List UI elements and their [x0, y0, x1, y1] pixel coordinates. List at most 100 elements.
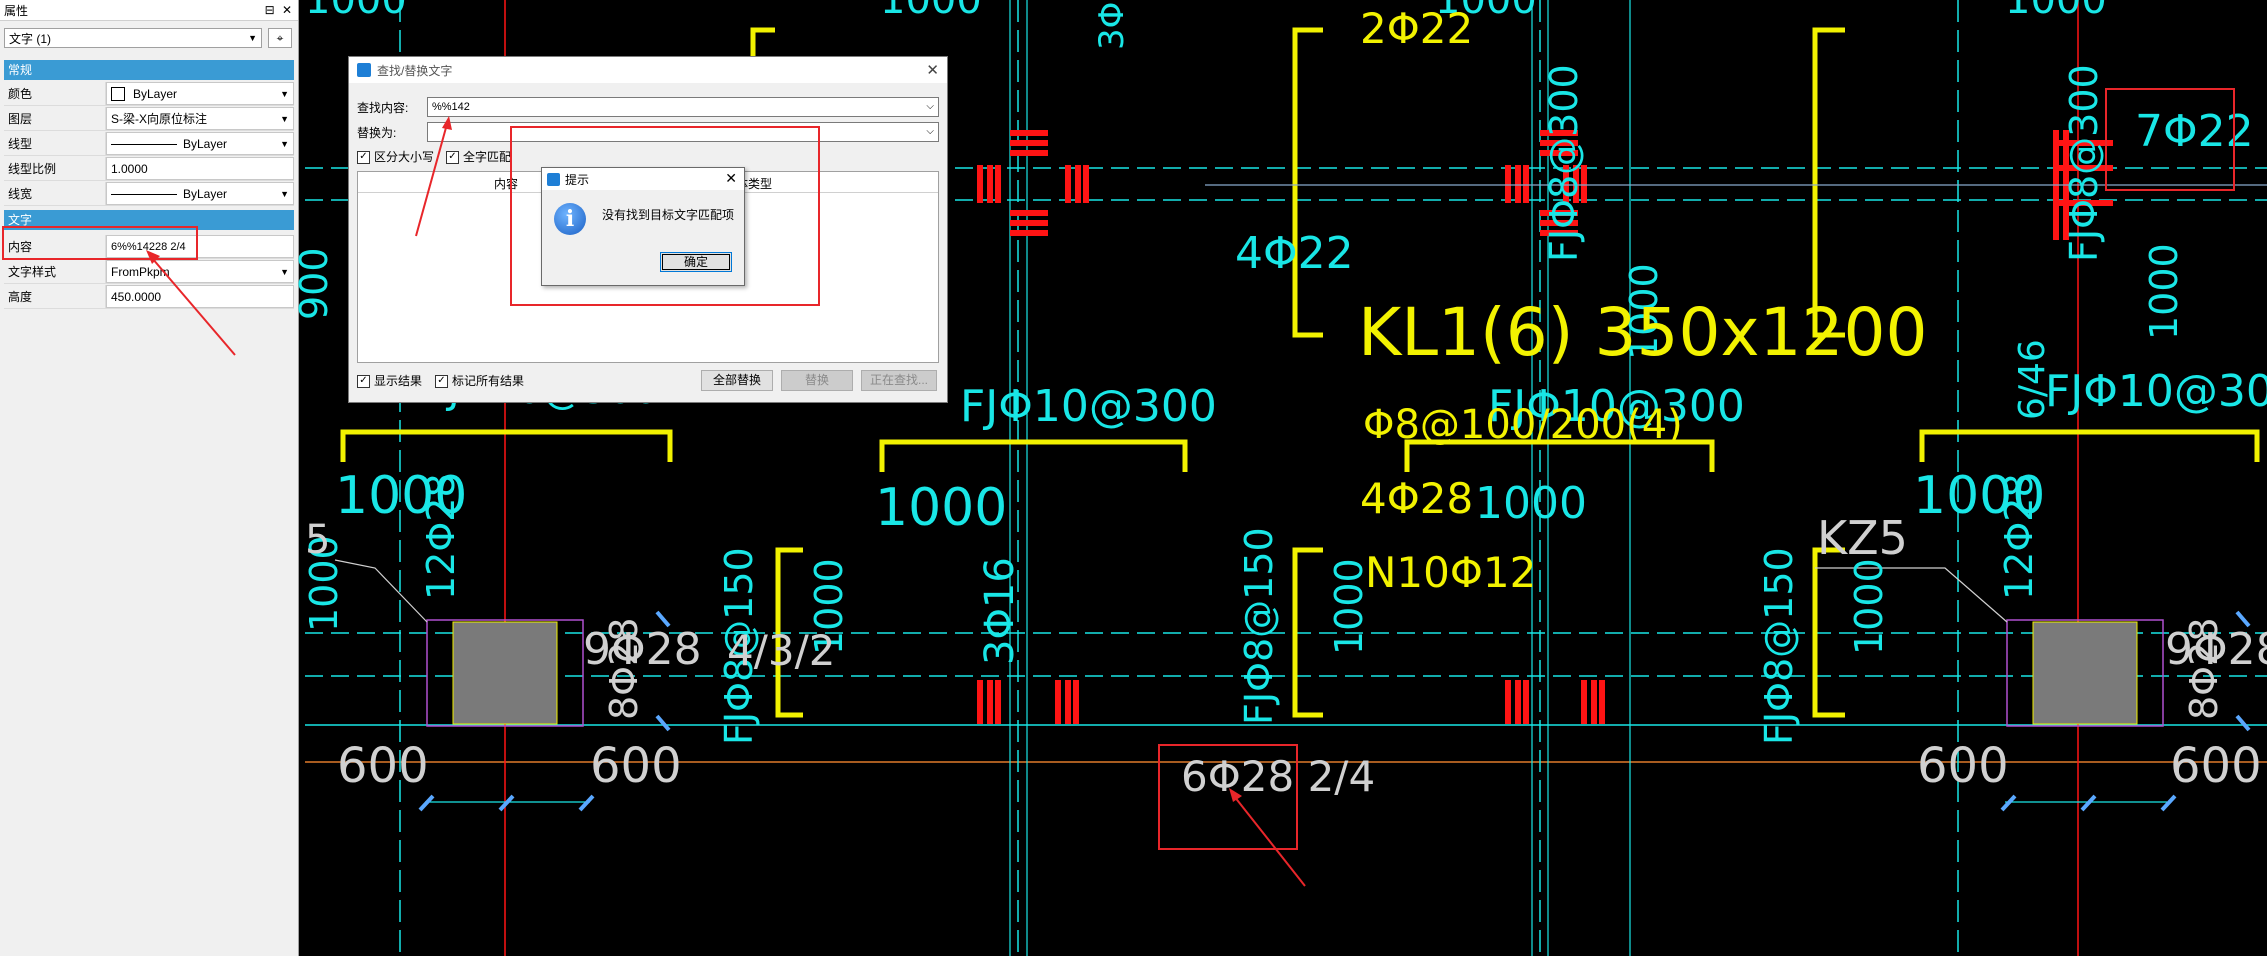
replace-button[interactable]: 替换: [781, 370, 853, 391]
section-text[interactable]: 文字: [4, 210, 294, 230]
row-lineweight[interactable]: 线宽 ByLayer ▼: [4, 182, 294, 206]
rebar-text: 2Φ22: [1360, 4, 1474, 53]
mark-all-option[interactable]: ✓标记所有结果: [435, 372, 524, 389]
col-entity-type-header[interactable]: 体类型: [736, 177, 773, 191]
replace-field-row: 替换为: ⌵: [357, 122, 939, 142]
whole-word-label: 全字匹配: [463, 150, 512, 164]
close-icon[interactable]: ✕: [725, 170, 737, 186]
lineweight-text: ByLayer: [183, 186, 228, 201]
dim-text: 1000: [2142, 243, 2186, 340]
finding-button[interactable]: 正在查找...: [861, 370, 937, 391]
rebar-text: FJΦ10@300: [960, 381, 1217, 432]
object-selector-value: 文字 (1): [9, 31, 52, 46]
rebar-text: 3Φ16: [977, 557, 1023, 665]
match-case-option[interactable]: ✓区分大小写: [357, 148, 434, 165]
row-label: 文字样式: [4, 260, 106, 283]
find-input[interactable]: %%142 ⌵: [427, 97, 939, 117]
chevron-down-icon: ▼: [280, 138, 289, 149]
text-style-value[interactable]: FromPkpm▼: [106, 260, 294, 283]
app-icon: [357, 63, 371, 77]
quick-select-button[interactable]: ⌖: [268, 28, 292, 48]
dim-text: 1000: [1913, 466, 2046, 526]
message-box-title: 提示: [565, 172, 590, 187]
row-text-style[interactable]: 文字样式 FromPkpm▼: [4, 260, 294, 284]
row-height[interactable]: 高度 450.0000: [4, 285, 294, 309]
ok-button[interactable]: 确定: [660, 252, 732, 272]
info-icon: i: [554, 203, 586, 235]
app-icon: [547, 172, 560, 186]
annotation-box-6c28: [1158, 744, 1298, 850]
properties-titlebar: 属性 ⊟ ✕: [0, 0, 298, 21]
find-field-row: 查找内容: %%142 ⌵: [357, 97, 939, 117]
properties-panel: 属性 ⊟ ✕ 文字 (1) ▼ ⌖ 常规 颜色 ByLayer ▼ 图层 S-梁-…: [0, 0, 299, 956]
close-icon[interactable]: ✕: [926, 62, 939, 79]
row-linetype-scale[interactable]: 线型比例 1.0000: [4, 157, 294, 181]
object-selector[interactable]: 文字 (1) ▼: [4, 28, 262, 48]
layer-text: S-梁-X向原位标注: [111, 111, 208, 126]
replace-all-button[interactable]: 全部替换: [701, 370, 773, 391]
chevron-down-icon: ▼: [280, 113, 289, 124]
row-label: 颜色: [4, 82, 106, 105]
dim-text: 1000: [1847, 558, 1891, 655]
checkbox-checked-icon[interactable]: ✓: [435, 375, 448, 389]
dim-text: 5: [305, 517, 331, 563]
dim-text: 1000: [1435, 0, 1537, 23]
linetype-value[interactable]: ByLayer ▼: [106, 132, 294, 155]
checkbox-checked-icon[interactable]: ✓: [446, 151, 459, 165]
rebar-text: FJΦ8@150: [1757, 547, 1801, 745]
row-label: 线宽: [4, 182, 106, 205]
message-box: 提示 ✕ i 没有找到目标文字匹配项 确定: [541, 167, 745, 286]
rebar-text: FJΦ8@300: [2062, 64, 2106, 262]
chevron-down-icon[interactable]: ⌵: [926, 126, 934, 137]
dock-icon[interactable]: ⊟: [264, 3, 275, 17]
dim-text: 1000: [1475, 478, 1587, 529]
checkbox-checked-icon[interactable]: ✓: [357, 151, 370, 165]
beam-label: KL1(6) 350x1200: [1358, 294, 1928, 371]
rebar-text: 9Φ28: [583, 624, 702, 675]
dim-text: 600: [1917, 738, 2009, 794]
rebar-text: 4/3/2: [727, 626, 836, 675]
layer-value[interactable]: S-梁-X向原位标注 ▼: [106, 107, 294, 130]
checkbox-checked-icon[interactable]: ✓: [357, 375, 370, 389]
chevron-down-icon: ▼: [280, 188, 289, 199]
dim-text: 600: [2170, 738, 2262, 794]
lineweight-value[interactable]: ByLayer ▼: [106, 182, 294, 205]
column-label: KZ5: [1817, 511, 1908, 565]
color-value[interactable]: ByLayer ▼: [106, 82, 294, 105]
chevron-down-icon[interactable]: ⌵: [926, 101, 934, 112]
dim-text: 1000: [880, 0, 982, 23]
row-linetype[interactable]: 线型 ByLayer▼: [4, 132, 294, 156]
row-layer[interactable]: 图层 S-梁-X向原位标注 ▼: [4, 107, 294, 131]
linetype-text: ByLayer: [183, 136, 228, 151]
height-value[interactable]: 450.0000: [106, 285, 294, 308]
linetype-scale-value[interactable]: 1.0000: [106, 157, 294, 180]
row-label: 图层: [4, 107, 106, 130]
line-sample: [111, 143, 177, 145]
row-label: 线型比例: [4, 157, 106, 180]
find-dialog-title: 查找/替换文字: [377, 63, 453, 78]
col-content-header[interactable]: 内容: [494, 177, 519, 191]
rebar-text: 12Φ28: [1997, 473, 2041, 600]
show-results-label: 显示结果: [374, 374, 423, 388]
selected-rebar-text[interactable]: 6Φ28 2/4: [1181, 752, 1376, 801]
rebar-text: FJΦ8@150: [1237, 527, 1281, 725]
show-results-option[interactable]: ✓ 显示结果: [357, 372, 422, 389]
replace-label: 替换为:: [357, 125, 397, 140]
dim-text: 1000: [335, 466, 468, 526]
row-color[interactable]: 颜色 ByLayer ▼: [4, 82, 294, 106]
whole-word-option[interactable]: ✓ 全字匹配: [446, 148, 511, 165]
dim-text: 900: [292, 247, 336, 320]
chevron-down-icon: ▼: [280, 88, 289, 99]
section-general[interactable]: 常规: [4, 60, 294, 80]
message-text: 没有找到目标文字匹配项: [602, 208, 735, 222]
rebar-text: 6/46: [2012, 339, 2053, 420]
close-icon[interactable]: ✕: [281, 3, 293, 17]
chevron-down-icon: ▼: [280, 266, 289, 277]
stirrup-text: Φ8@100/200(4): [1363, 402, 1683, 448]
rebar-text: 9Φ28: [2165, 624, 2267, 675]
color-text: ByLayer: [133, 86, 178, 101]
annotation-box-7c22: [2105, 88, 2235, 191]
rebar-text: 4Φ28: [1360, 474, 1474, 523]
dim-text: 1000: [2005, 0, 2107, 23]
dim-text: 600: [590, 738, 682, 794]
